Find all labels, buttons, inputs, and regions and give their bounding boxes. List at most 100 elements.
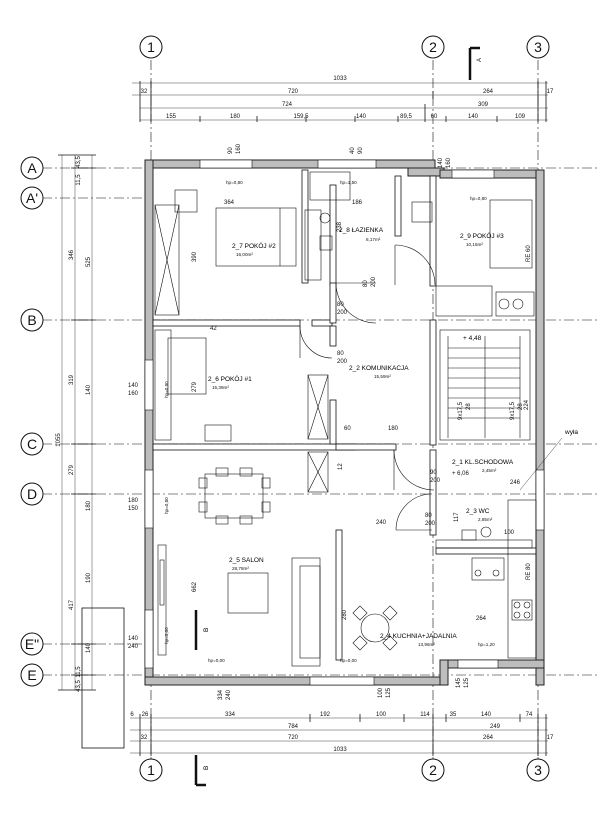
svg-text:43,5: 43,5 — [76, 156, 82, 168]
svg-text:12: 12 — [338, 463, 344, 470]
svg-text:240: 240 — [128, 644, 139, 650]
svg-text:17: 17 — [547, 735, 554, 741]
svg-text:35: 35 — [450, 712, 457, 718]
room-labels: 2_7 POKÓJ #2 16,00m² 2_8 ŁAZIENKA 8,17m²… — [208, 227, 514, 647]
svg-text:1033: 1033 — [333, 76, 347, 82]
svg-text:192: 192 — [320, 712, 331, 718]
svg-text:145: 145 — [456, 677, 462, 688]
svg-text:662: 662 — [192, 581, 198, 592]
room-name-2-8: 2_8 ŁAZIENKA — [339, 227, 384, 234]
svg-text:264: 264 — [483, 89, 494, 95]
room-area-2-4: 13,96m² — [418, 642, 435, 647]
svg-text:32: 32 — [141, 89, 148, 95]
svg-text:334: 334 — [218, 689, 224, 700]
svg-text:2: 2 — [429, 762, 437, 778]
svg-text:140: 140 — [128, 636, 139, 642]
section-mark-a: A — [468, 46, 483, 80]
svg-text:1: 1 — [147, 762, 155, 778]
svg-text:190: 190 — [86, 572, 92, 583]
svg-text:140: 140 — [86, 384, 92, 395]
axis-bubble-e-double-prime: E" — [20, 632, 44, 656]
svg-text:RE 60: RE 60 — [526, 245, 532, 262]
opening-labels: 90 160 40 90 140 160 140 160 180 150 140… — [128, 143, 470, 700]
room-name-2-7: 2_7 POKÓJ #2 — [232, 241, 276, 250]
room-name-2-3: 2_3 WC — [466, 508, 490, 515]
svg-text:E: E — [27, 667, 36, 683]
svg-text:180: 180 — [230, 114, 241, 120]
svg-text:26: 26 — [142, 712, 149, 718]
svg-text:B: B — [203, 766, 210, 770]
svg-text:200: 200 — [337, 310, 348, 316]
axis-bubble-e: E — [20, 663, 44, 687]
svg-text:74: 74 — [526, 712, 533, 718]
axis-bubble-2-bottom: 2 — [421, 758, 445, 782]
svg-text:RE 80: RE 80 — [526, 563, 532, 580]
axis-bubble-b: B — [20, 308, 44, 332]
svg-text:100: 100 — [504, 530, 515, 536]
svg-text:B: B — [203, 628, 210, 632]
balcony — [81, 607, 125, 749]
svg-text:9x17,5: 9x17,5 — [458, 401, 464, 420]
svg-text:180: 180 — [388, 426, 399, 432]
room-area-2-8: 8,17m² — [366, 237, 381, 242]
svg-text:11,5: 11,5 — [76, 666, 82, 678]
level-mark: + 4,48 — [463, 335, 482, 342]
svg-text:32: 32 — [141, 735, 148, 741]
svg-text:200: 200 — [430, 478, 441, 484]
svg-text:100: 100 — [376, 712, 387, 718]
svg-text:A': A' — [26, 190, 38, 206]
room-name-2-4: 2_4 KUCHNIA+JADALNIA — [380, 633, 457, 640]
svg-text:hp=0,00: hp=0,00 — [164, 627, 169, 644]
svg-text:B: B — [27, 312, 36, 328]
door-swings — [299, 244, 436, 531]
room-area-2-1: 2,45m² — [482, 468, 497, 473]
svg-text:hp=0,80: hp=0,80 — [164, 381, 169, 398]
left-dimension-chains: 1055 346 319 279 417 525 140 180 190 140… — [56, 154, 96, 692]
svg-text:A: A — [27, 160, 37, 176]
svg-text:E": E" — [25, 636, 39, 652]
svg-text:249: 249 — [490, 724, 501, 730]
svg-text:80: 80 — [363, 280, 369, 287]
svg-text:140: 140 — [356, 114, 367, 120]
svg-text:hp=1,50: hp=1,50 — [340, 180, 357, 185]
room-area-2-5: 28,78m² — [232, 566, 249, 571]
svg-text:hp=0,80: hp=0,80 — [226, 180, 243, 185]
svg-text:C: C — [27, 436, 37, 452]
svg-text:238: 238 — [337, 221, 343, 232]
svg-text:224: 224 — [524, 399, 530, 410]
svg-text:90: 90 — [228, 147, 234, 154]
room-name-2-1: 2_1 KL.SCHODOWA — [452, 459, 514, 466]
svg-text:125: 125 — [464, 677, 470, 688]
axis-bubble-a-prime: A' — [20, 186, 44, 210]
svg-text:100: 100 — [378, 687, 384, 698]
svg-text:60: 60 — [431, 114, 438, 120]
svg-text:17: 17 — [547, 89, 554, 95]
svg-text:90: 90 — [358, 147, 364, 154]
axis-bubble-2-top: 2 — [421, 35, 445, 59]
svg-text:hp=0,00: hp=0,00 — [208, 658, 225, 663]
svg-text:180: 180 — [86, 500, 92, 511]
svg-text:417: 417 — [69, 599, 75, 610]
axis-bubble-3-top: 3 — [526, 35, 550, 59]
svg-text:28: 28 — [466, 403, 472, 410]
svg-text:150: 150 — [128, 506, 139, 512]
room-area-2-9: 10,15m² — [466, 242, 483, 247]
svg-text:180: 180 — [128, 498, 139, 504]
svg-text:42: 42 — [210, 326, 217, 332]
svg-text:200: 200 — [371, 276, 377, 287]
door-labels: 80 200 80 200 80 200 90 200 80 200 — [337, 276, 441, 527]
svg-text:264: 264 — [483, 735, 494, 741]
section-mark-b-middle: B — [194, 610, 210, 650]
svg-text:160: 160 — [446, 157, 452, 168]
svg-text:186: 186 — [352, 200, 363, 206]
svg-text:160: 160 — [236, 143, 242, 154]
svg-text:11,5: 11,5 — [76, 174, 82, 186]
room-area-2-6: 15,39m² — [212, 385, 229, 390]
svg-text:6: 6 — [130, 712, 134, 718]
svg-text:784: 784 — [288, 724, 299, 730]
axis-bubble-1-bottom: 1 — [139, 758, 163, 782]
room-name-2-9: 2_9 POKÓJ #3 — [460, 231, 504, 240]
svg-text:140: 140 — [481, 712, 492, 718]
svg-text:246: 246 — [510, 480, 521, 486]
